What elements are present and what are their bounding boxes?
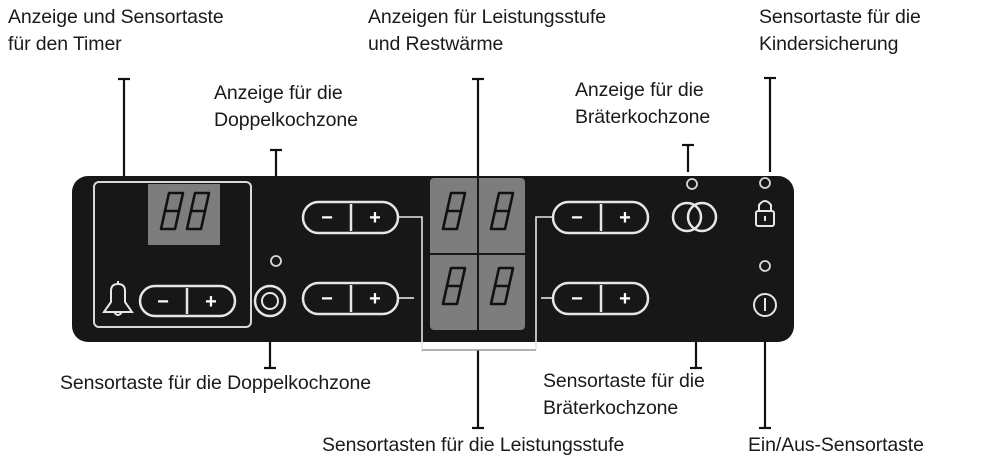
key-connectors bbox=[398, 216, 553, 352]
bell-icon[interactable] bbox=[102, 281, 134, 316]
timer-section-frame bbox=[93, 181, 252, 328]
label-power-display: Anzeigen für Leistungsstufe und Restwärm… bbox=[368, 4, 606, 58]
label-power-keys: Sensortasten für die Leistungsstufe bbox=[322, 434, 625, 456]
label-power-display-line1: Anzeigen für Leistungsstufe bbox=[368, 6, 606, 28]
label-double-zone-display-line2: Doppelkochzone bbox=[214, 109, 358, 131]
label-roaster-zone-key: Sensortaste für die Bräterkochzone bbox=[543, 368, 705, 422]
label-on-off-key: Ein/Aus-Sensortaste bbox=[748, 434, 924, 456]
power-key-top-left-plus: + bbox=[369, 207, 381, 229]
power-key-bottom-left-minus: − bbox=[321, 288, 333, 310]
lock-icon[interactable] bbox=[755, 200, 775, 227]
on-off-indicator bbox=[759, 260, 771, 272]
timer-plus-symbol: + bbox=[205, 291, 217, 313]
label-power-display-line2: und Restwärme bbox=[368, 33, 504, 55]
double-zone-key[interactable] bbox=[253, 284, 287, 318]
timer-minus-symbol: − bbox=[157, 291, 169, 313]
child-lock-indicator bbox=[759, 177, 771, 189]
power-key-bottom-right-plus: + bbox=[619, 288, 631, 310]
timer-minus-plus-key[interactable] bbox=[138, 284, 237, 318]
double-zone-indicator bbox=[270, 255, 282, 267]
power-key-bottom-right-minus: − bbox=[571, 288, 583, 310]
roaster-zone-indicator bbox=[686, 178, 698, 190]
label-double-zone-display-line1: Anzeige für die bbox=[214, 82, 343, 104]
label-roaster-zone-display: Anzeige für die Bräterkochzone bbox=[575, 77, 710, 131]
label-roaster-zone-display-line2: Bräterkochzone bbox=[575, 106, 711, 128]
label-roaster-zone-key-line2: Bräterkochzone bbox=[543, 397, 679, 419]
label-roaster-zone-key-line1: Sensortaste für die bbox=[543, 370, 705, 392]
label-timer: Anzeige und Sensortaste für den Timer bbox=[8, 4, 224, 58]
label-child-lock-key-line1: Sensortaste für die bbox=[759, 6, 921, 28]
leader-lines bbox=[118, 76, 776, 430]
label-double-zone-key: Sensortaste für die Doppelkochzone bbox=[60, 372, 371, 394]
power-key-bottom-left-plus: + bbox=[369, 288, 381, 310]
roaster-zone-key[interactable] bbox=[671, 201, 718, 233]
power-key-top-left-minus: − bbox=[321, 207, 333, 229]
label-double-zone-display: Anzeige für die Doppelkochzone bbox=[214, 80, 358, 134]
label-child-lock-key: Sensortaste für die Kindersicherung bbox=[759, 4, 921, 58]
label-roaster-zone-display-line1: Anzeige für die bbox=[575, 79, 704, 101]
label-child-lock-key-line2: Kindersicherung bbox=[759, 33, 899, 55]
power-key-top-right-plus: + bbox=[619, 207, 631, 229]
label-timer-line1: Anzeige und Sensortaste bbox=[8, 6, 224, 28]
power-icon[interactable] bbox=[753, 293, 777, 317]
label-timer-line2: für den Timer bbox=[8, 33, 122, 55]
power-key-top-right-minus: − bbox=[571, 207, 583, 229]
